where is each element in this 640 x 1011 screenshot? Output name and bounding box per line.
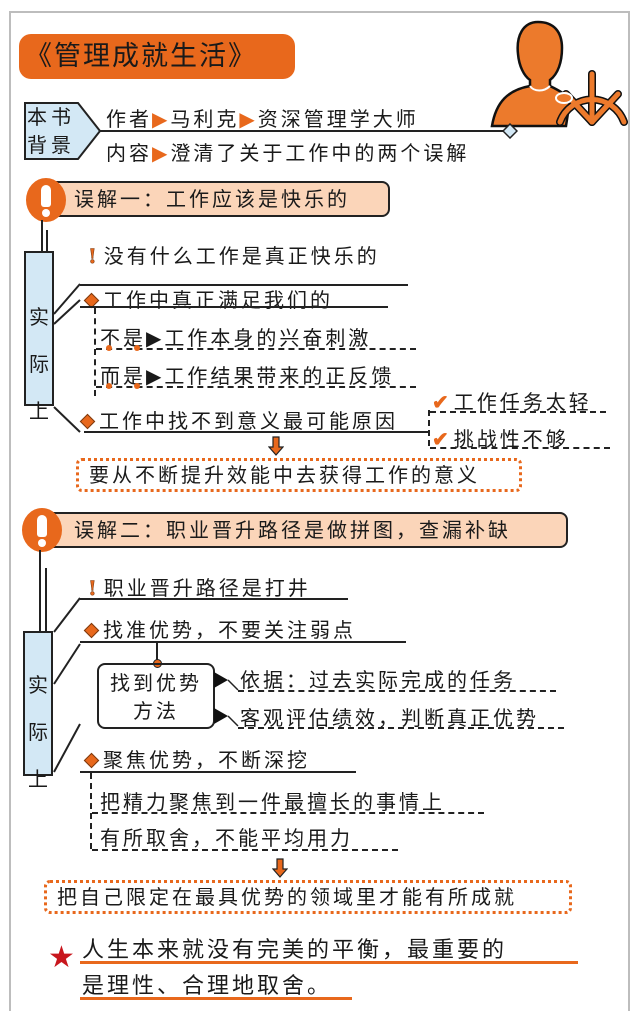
underline [80,598,348,600]
point-no-happy-work: !没有什么工作是真正快乐的 [88,244,380,269]
underline [80,771,356,773]
dashed-underline [238,690,556,692]
dashed-underline [430,447,610,449]
down-arrow-icon [268,436,284,456]
checkmark-icon: ✔ [432,427,452,451]
author-row: 作者▶马利克▶资深管理学大师 [106,107,419,131]
summary-line-1: 人生本来就没有完美的平衡，最重要的 [82,938,508,963]
pointer-icon: ▶ [152,107,171,131]
connector [39,550,41,632]
underline [80,284,408,286]
diamond-bullet-icon [83,752,100,769]
down-arrow-icon [272,858,288,878]
background-connector-line [100,130,507,132]
exclamation-circle-icon [26,178,66,222]
content-row: 内容▶澄清了关于工作中的两个误解 [106,141,470,165]
focus-one-thing: 把精力聚焦到一件最擅长的事情上 [100,790,445,814]
dashed-connector [94,308,96,396]
find-strength-method-box: 找到优势 方法 [97,663,215,729]
summary-underline-2 [80,997,352,1000]
dashed-underline [96,386,416,388]
connector [156,643,158,663]
page-frame [9,11,630,1011]
point-what-satisfies: 工作中真正满足我们的 [83,284,333,313]
misconception-1-conclusion: 要从不断提升效能中去获得工作的意义 [76,458,522,492]
pointer-icon: ▶ [146,364,165,388]
dashed-connector [428,410,430,446]
connector [45,568,47,632]
dashed-underline [92,849,398,851]
misconception-2-conclusion: 把自己限定在最具优势的领域里才能有所成就 [44,880,572,914]
method-pointers [214,672,239,727]
point-no-meaning-reason: 工作中找不到意义最可能原因 [79,405,398,434]
but-feedback-row: 而是▶工作结果带来的正反馈 [100,364,395,388]
connector [46,230,48,252]
checkmark-icon: ✔ [432,390,452,414]
pointer-icon: ▶ [146,326,165,350]
manager-steering-wheel-icon [490,20,628,128]
underline [80,641,406,643]
exclamation-icon: ! [88,244,100,269]
star-icon: ★ [48,940,75,975]
book-background-label: 本书 背景 [27,105,75,157]
exclamation-circle-icon [22,508,62,552]
summary-line-2: 是理性、合理地取舍。 [82,974,333,999]
point-find-strength: 找准优势，不要关注弱点 [83,614,356,643]
dashed-underline [430,411,606,413]
method-evaluate-performance: 客观评估绩效，判断真正优势 [240,706,539,730]
dashed-underline [92,812,484,814]
pointer-icon: ▶ [152,141,171,165]
pointer-icon: ▶ [239,107,258,131]
point-focus-strength: 聚焦优势，不断深挖 [83,744,310,773]
misconception-1-title: 误解一：工作应该是快乐的 [44,181,390,217]
diamond-bullet-icon [79,413,96,430]
branch-connectors [53,283,81,433]
summary-underline-1 [80,961,578,964]
misconception-2-title: 误解二：职业晋升路径是做拼图，查漏补缺 [44,512,568,548]
connector [41,220,43,252]
underline [80,306,388,308]
branch-connectors [53,597,81,773]
exclamation-icon: ! [88,576,100,601]
method-past-tasks: 依据：过去实际完成的任务 [240,668,516,692]
dashed-underline [96,348,416,350]
dot-marker [106,383,112,389]
book-title: 《管理成就生活》 [19,34,295,79]
dot-marker [134,383,140,389]
dot-marker [106,345,112,351]
dashed-connector [90,773,92,849]
dot-marker [134,345,140,351]
underline [84,431,428,433]
reason-task-too-light: ✔工作任务太轻 [432,390,592,414]
diamond-end-icon [502,123,518,139]
side-label-actually-2: 实 际 上 [23,631,53,791]
not-excitement-row: 不是▶工作本身的兴奋刺激 [100,326,372,350]
side-label-actually-1: 实 际 上 [24,251,54,423]
make-tradeoffs: 有所取舍，不能平均用力 [100,826,353,850]
point-career-well: !职业晋升路径是打井 [88,576,311,601]
book-background-tag [24,102,102,160]
dashed-underline [238,727,564,729]
diamond-bullet-icon [83,622,100,639]
